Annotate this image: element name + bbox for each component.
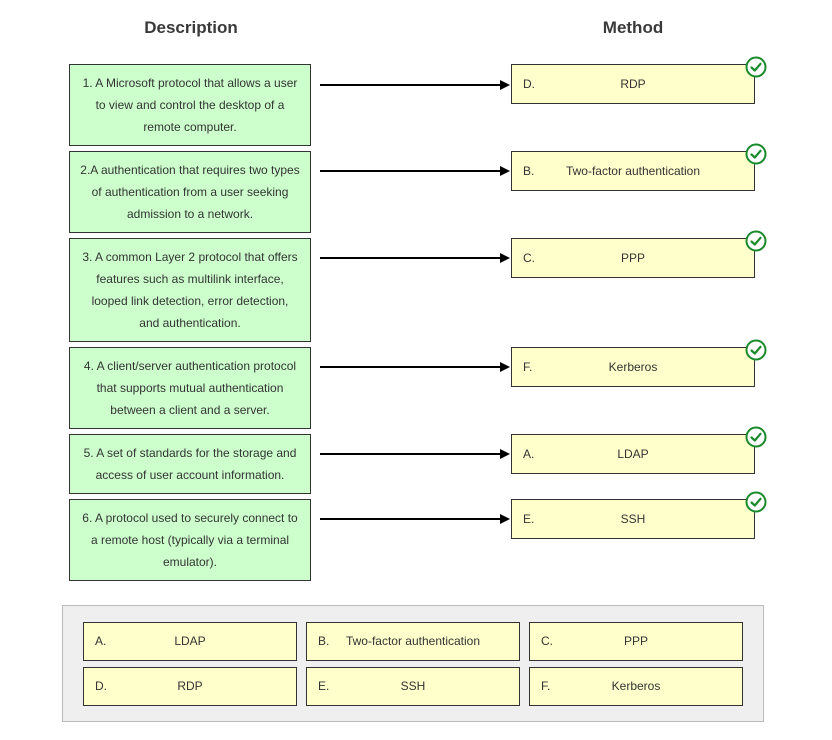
answer-name: RDP (620, 77, 646, 91)
check-circle-icon (745, 491, 767, 513)
option-letter: F. (541, 679, 551, 693)
check-circle-icon (745, 426, 767, 448)
answer-slot-3[interactable]: C. PPP (511, 238, 755, 278)
arrow-6 (320, 514, 510, 524)
description-box-2: 2.A authentication that requires two typ… (69, 151, 311, 233)
option-name: PPP (623, 634, 648, 648)
option-letter: B. (318, 634, 330, 648)
answer-slot-4[interactable]: F. Kerberos (511, 347, 755, 387)
description-box-1: 1. A Microsoft protocol that allows a us… (69, 64, 311, 146)
answer-letter: E. (523, 512, 535, 526)
check-circle-icon (745, 143, 767, 165)
answer-slot-1[interactable]: D. RDP (511, 64, 755, 104)
answer-name: Two-factor authentication (565, 164, 701, 178)
description-box-5: 5. A set of standards for the storage an… (69, 434, 311, 494)
answer-letter: F. (523, 360, 533, 374)
option-kerberos[interactable]: F. Kerberos (529, 667, 743, 706)
arrow-2 (320, 166, 510, 176)
option-name: LDAP (174, 634, 206, 648)
description-box-3: 3. A common Layer 2 protocol that offers… (69, 238, 311, 342)
option-name: RDP (177, 679, 203, 693)
arrow-4 (320, 362, 510, 372)
option-ppp[interactable]: C. PPP (529, 622, 743, 661)
arrow-5 (320, 449, 510, 459)
check-circle-icon (745, 339, 767, 361)
answer-letter: C. (523, 251, 535, 265)
option-ssh[interactable]: E. SSH (306, 667, 520, 706)
option-letter: E. (318, 679, 330, 693)
answer-slot-2[interactable]: B. Two-factor authentication (511, 151, 755, 191)
check-circle-icon (745, 230, 767, 252)
answer-name: SSH (620, 512, 646, 526)
answer-letter: D. (523, 77, 535, 91)
answer-letter: B. (523, 164, 535, 178)
check-circle-icon (745, 56, 767, 78)
description-box-4: 4. A client/server authentication protoc… (69, 347, 311, 429)
answer-name: PPP (620, 251, 645, 265)
option-letter: A. (95, 634, 107, 648)
description-box-6: 6. A protocol used to securely connect t… (69, 499, 311, 581)
answer-name: LDAP (617, 447, 649, 461)
answer-slot-6[interactable]: E. SSH (511, 499, 755, 539)
option-two-factor-authentication[interactable]: B. Two-factor authentication (306, 622, 520, 661)
option-name: Two-factor authentication (345, 634, 481, 648)
option-rdp[interactable]: D. RDP (83, 667, 297, 706)
answer-slot-5[interactable]: A. LDAP (511, 434, 755, 474)
method-header: Method (602, 18, 664, 37)
option-ldap[interactable]: A. LDAP (83, 622, 297, 661)
arrow-1 (320, 80, 510, 90)
options-pool: A. LDAP B. Two-factor authentication C. … (62, 605, 764, 722)
option-letter: D. (95, 679, 107, 693)
option-name: SSH (400, 679, 426, 693)
option-letter: C. (541, 634, 553, 648)
answer-letter: A. (523, 447, 535, 461)
arrow-3 (320, 253, 510, 263)
option-name: Kerberos (611, 679, 661, 693)
answer-name: Kerberos (608, 360, 658, 374)
description-header: Description (144, 18, 238, 37)
